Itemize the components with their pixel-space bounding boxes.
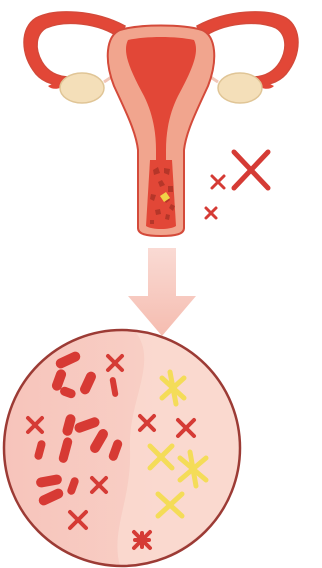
x-mark-small-1 (212, 176, 224, 188)
uterus-icon (24, 12, 298, 236)
ovary-right (218, 73, 262, 103)
arrow-down-icon (128, 248, 196, 336)
x-mark-icon (206, 152, 268, 218)
vaginal-canal (146, 160, 176, 229)
x-mark-small-2 (206, 208, 216, 218)
ovary-left (60, 73, 104, 103)
x-mark-large (234, 152, 268, 188)
